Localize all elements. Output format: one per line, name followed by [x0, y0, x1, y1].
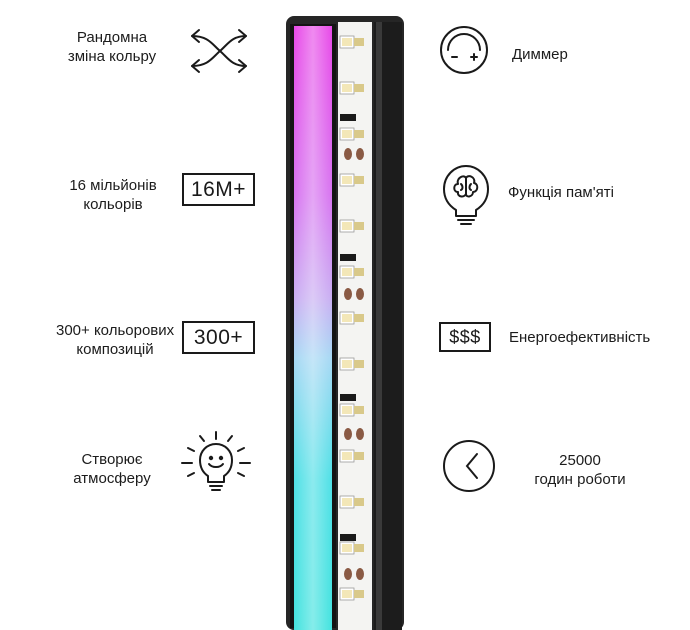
led-chip	[354, 590, 364, 598]
solder-pad	[356, 568, 364, 580]
16m-badge: 16M+	[182, 173, 255, 206]
feature-16m-colors-label: 16 мільйонів кольорів	[69, 177, 157, 213]
feature-energy-label: Енергоефективність	[509, 329, 651, 346]
solder-pad	[356, 148, 364, 160]
led-chip	[342, 360, 352, 368]
led-chip	[354, 38, 364, 46]
led-chip	[342, 38, 352, 46]
solder-pad	[344, 428, 352, 440]
feature-dimmer-label: Диммер	[512, 46, 568, 63]
led-chip	[354, 452, 364, 460]
300-badge: 300+	[182, 321, 255, 354]
feature-lifetime-label: 25000 годин роботи	[534, 452, 626, 488]
led-chip	[342, 130, 352, 138]
led-chip	[354, 130, 364, 138]
led-chip	[342, 406, 352, 414]
smiling-bulb-icon	[178, 430, 264, 494]
solder-pad	[356, 428, 364, 440]
solder-pad	[344, 148, 352, 160]
led-chip	[342, 84, 352, 92]
led-chip	[342, 590, 352, 598]
led-chip	[354, 176, 364, 184]
led-chip	[354, 360, 364, 368]
led-chip	[354, 406, 364, 414]
led-chip	[340, 114, 356, 121]
feature-random-color-label: Рандомна зміна кольру	[67, 29, 157, 65]
led-chip	[354, 314, 364, 322]
led-chip	[354, 84, 364, 92]
feature-atmosphere-label: Створює атмосферу	[73, 451, 151, 487]
shuffle-arrows-icon	[190, 26, 250, 76]
led-chip	[340, 254, 356, 261]
feature-memory-label: Функція пам'яті	[508, 184, 614, 201]
brain-bulb-icon	[440, 162, 492, 228]
led-chip	[354, 268, 364, 276]
led-chip	[354, 498, 364, 506]
solder-pad	[344, 288, 352, 300]
led-chip	[340, 394, 356, 401]
solder-pad	[356, 288, 364, 300]
led-chip	[342, 452, 352, 460]
led-chip	[340, 534, 356, 541]
led-chip	[342, 314, 352, 322]
led-chip	[354, 544, 364, 552]
feature-300-compositions-label: 300+ кольорових композицій	[56, 322, 175, 358]
led-chip	[342, 268, 352, 276]
led-chip	[342, 498, 352, 506]
led-strip-image	[284, 14, 406, 630]
clock-icon	[441, 438, 497, 494]
led-chip	[342, 544, 352, 552]
energy-efficiency-badge: $$$	[439, 322, 491, 352]
led-chip	[342, 222, 352, 230]
led-chip	[342, 176, 352, 184]
led-chip	[354, 222, 364, 230]
dimmer-dial-icon	[438, 24, 490, 76]
solder-pad	[344, 568, 352, 580]
